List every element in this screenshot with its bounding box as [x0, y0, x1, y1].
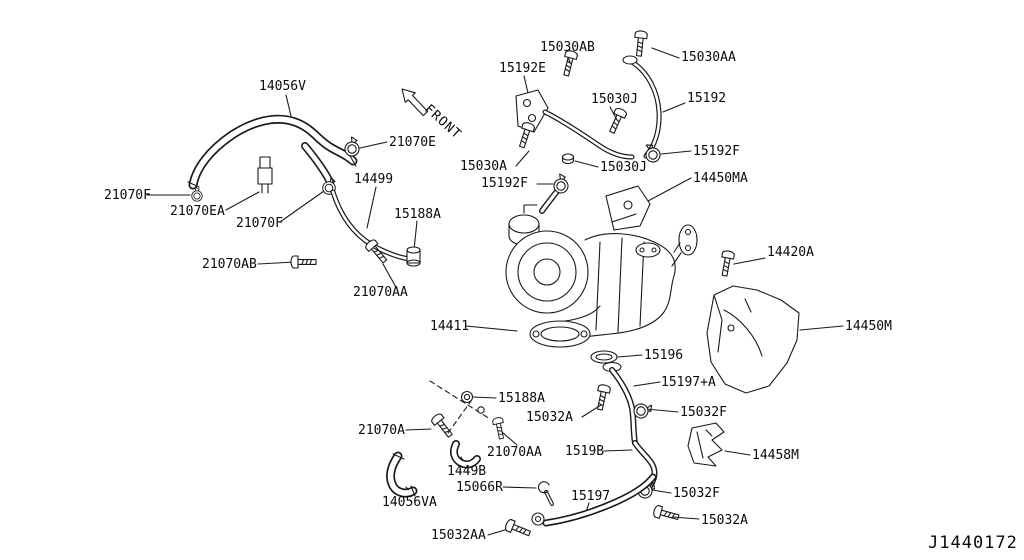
bolt-15030j-icon — [605, 106, 629, 136]
connector-21070ea — [257, 156, 273, 194]
part-label-15030j: 15030J — [591, 92, 638, 107]
part-label-15030ab: 15030AB — [540, 40, 595, 55]
part-label-21070a: 21070A — [358, 423, 405, 438]
part-label-15030a: 15030A — [460, 159, 507, 174]
part-label-15032aa: 15032AA — [431, 528, 486, 543]
bolt-21070ab-icon — [290, 255, 317, 269]
bolt-14420a-icon — [718, 249, 736, 278]
hose-14056v — [187, 114, 358, 190]
part-label-14420a: 14420A — [767, 245, 814, 260]
part-label-21070f-2: 21070F — [236, 216, 283, 231]
pipe-15197-plus-a — [602, 361, 638, 446]
part-label-1449b: 1449B — [447, 464, 487, 479]
part-label-15192f: 15192F — [693, 144, 740, 159]
part-label-15192f-2: 15192F — [481, 176, 528, 191]
bolt-15032a-icon — [593, 383, 612, 412]
part-label-14056v: 14056V — [259, 79, 306, 94]
leader-lines — [146, 47, 844, 536]
part-label-15032f-2: 15032F — [673, 486, 720, 501]
bolt-21070aa-2-icon — [491, 416, 507, 441]
front-arrow — [401, 88, 429, 117]
part-label-15192e: 15192E — [499, 61, 546, 76]
bolt-15032aa-icon — [503, 518, 533, 540]
part-label-15197-a: 15197+A — [661, 375, 716, 390]
part-label-15032a: 15032A — [526, 410, 573, 425]
turbocharger-14411 — [505, 204, 698, 348]
part-label-15196: 15196 — [644, 348, 684, 363]
nut-15030j-icon — [561, 153, 575, 165]
gasket-15196 — [590, 350, 618, 364]
part-label-1519b: 1519B — [565, 444, 605, 459]
part-label-14450m: 14450M — [845, 319, 892, 334]
part-label-15188a-2: 15188A — [498, 391, 545, 406]
heat-shield-14450m — [706, 285, 800, 394]
bracket-14450ma — [605, 185, 651, 231]
part-label-15197: 15197 — [571, 489, 611, 504]
bolt-15032a-2-icon — [652, 504, 681, 524]
part-label-21070e: 21070E — [389, 135, 436, 150]
clamp-15192f-2-icon — [552, 173, 571, 195]
part-label-21070aa-2: 21070AA — [487, 445, 542, 460]
clip-15066r-icon — [537, 481, 550, 494]
part-label-15032f: 15032F — [680, 405, 727, 420]
pipe-15197 — [531, 473, 657, 527]
hose-1449b — [449, 440, 481, 469]
part-label-14450ma: 14450MA — [693, 171, 748, 186]
bolt-15030aa-icon — [632, 29, 649, 58]
part-label-15192: 15192 — [687, 91, 727, 106]
bracket-14458m — [687, 422, 725, 467]
part-label-15188a: 15188A — [394, 207, 441, 222]
part-label-14411: 14411 — [430, 319, 470, 334]
part-label-21070ab: 21070AB — [202, 257, 257, 272]
drawing-number: J1440172 — [928, 533, 1018, 553]
part-label-21070ea: 21070EA — [170, 204, 225, 219]
bolt-21070a-icon — [429, 411, 456, 441]
hose-14056va — [386, 451, 418, 498]
part-label-21070aa: 21070AA — [353, 285, 408, 300]
connector-15188a — [406, 246, 421, 267]
part-label-14056va: 14056VA — [382, 495, 437, 510]
part-label-14499: 14499 — [354, 172, 394, 187]
part-label-15032a-2: 15032A — [701, 513, 748, 528]
washer-15188a-2 — [460, 390, 485, 414]
part-label-15030aa: 15030AA — [681, 50, 736, 65]
part-label-14458m: 14458M — [752, 448, 799, 463]
part-label-21070f: 21070F — [104, 188, 151, 203]
part-label-15066r: 15066R — [456, 480, 503, 495]
part-label-15030j-2: 15030J — [600, 160, 647, 175]
